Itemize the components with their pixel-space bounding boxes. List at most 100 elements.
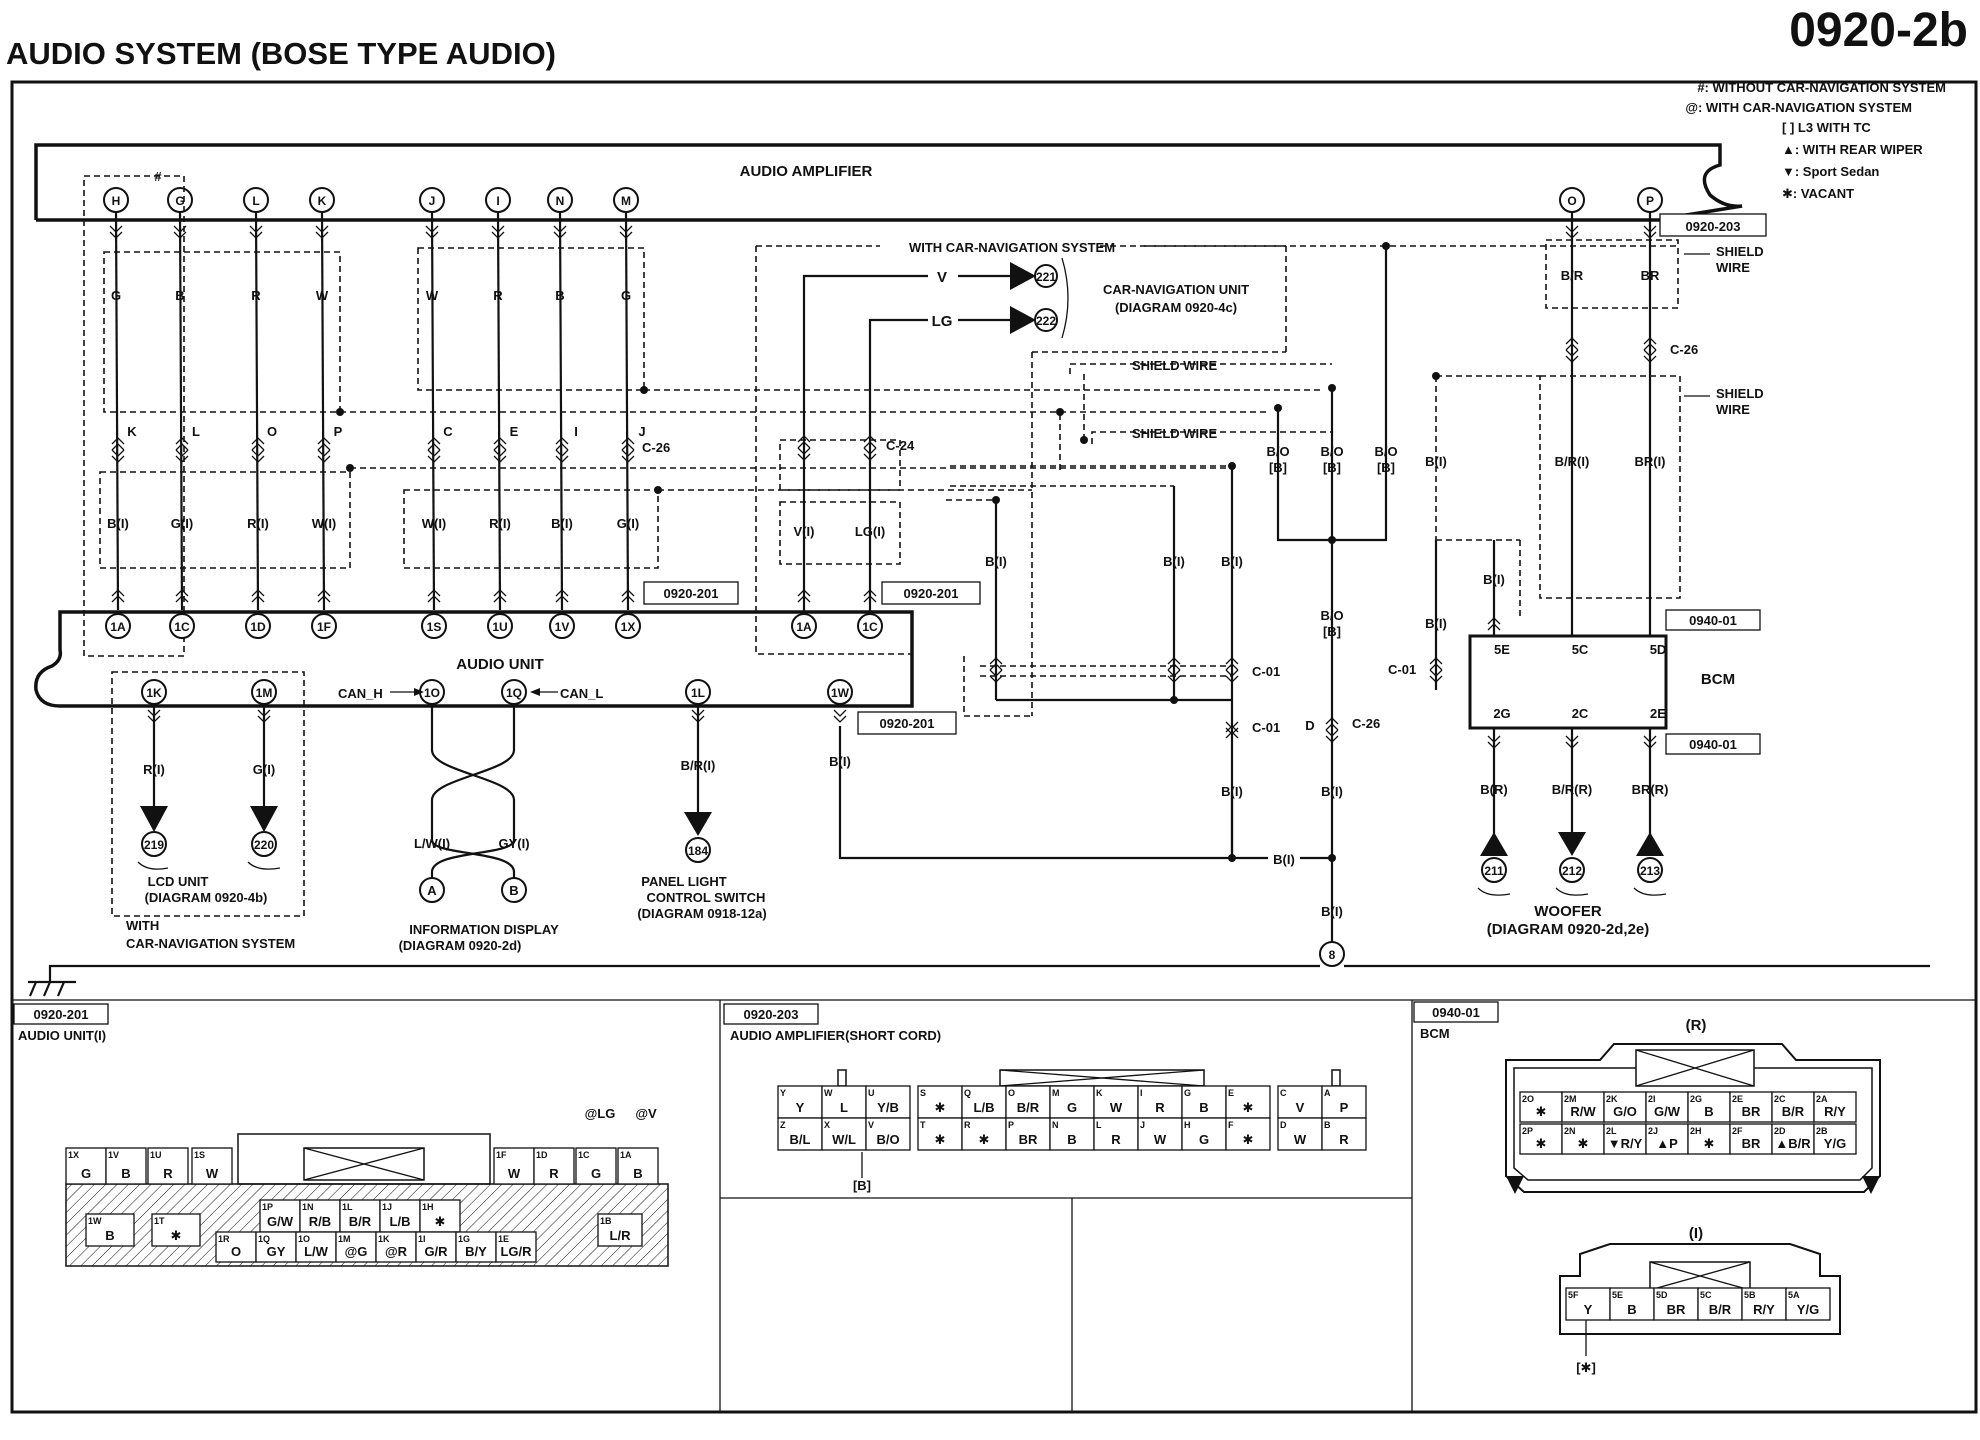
view1-code: 0920-201 — [34, 1007, 89, 1022]
pin-label: L — [252, 194, 259, 208]
cell-value: ✱ — [935, 1100, 946, 1115]
car-navigation-section: WITH CAR-NAVIGATION SYSTEM V LG 221 222 … — [755, 240, 1287, 717]
cell-pin: 2I — [1648, 1094, 1656, 1104]
wire-bo-4-bracket: [B] — [1323, 624, 1341, 639]
nav-wire-lg: LG — [932, 313, 953, 330]
cell-value: V — [1296, 1100, 1305, 1115]
view1-nav-v: @V — [635, 1106, 657, 1121]
bcm-wire-color: B(R) — [1480, 782, 1507, 797]
pin-label: 1V — [555, 620, 570, 634]
cell-pin: 1C — [578, 1150, 590, 1160]
cell-pin: 5A — [1788, 1290, 1800, 1300]
cell-value: B — [633, 1166, 642, 1181]
cell-pin: 1L — [342, 1202, 353, 1212]
unit-wire-color: W(I) — [422, 516, 447, 531]
pin-label: 213 — [1640, 864, 1660, 878]
legend-item: ▲: WITH REAR WIPER — [1782, 142, 1923, 157]
connector-cell — [1049, 1117, 1095, 1151]
cell-value: Y — [1584, 1302, 1593, 1317]
cell-pin: 1O — [298, 1234, 310, 1244]
connector-cell — [1049, 1085, 1095, 1119]
connector-cell — [1093, 1117, 1139, 1151]
info-display-label: INFORMATION DISPLAY — [409, 922, 559, 937]
wire-bi-3: B(I) — [1221, 554, 1243, 569]
view3-r-label: (R) — [1686, 1017, 1707, 1034]
connector-cell — [533, 1147, 575, 1185]
cell-pin: 1P — [262, 1202, 273, 1212]
cell-pin: 1B — [600, 1216, 612, 1226]
cell-value: G — [591, 1166, 601, 1181]
cell-value: B/O — [876, 1132, 899, 1147]
cell-pin: 1U — [150, 1150, 162, 1160]
cell-value: BR — [1742, 1136, 1761, 1151]
connector-cell — [85, 1213, 135, 1247]
c26-label-right: C-26 — [1670, 342, 1698, 357]
connector-cell — [1005, 1085, 1051, 1119]
c26-label-mid: C-26 — [1352, 716, 1380, 731]
wire-bi-ground: B(I) — [1321, 904, 1343, 919]
unit-connector-code-nav: 0920-201 — [904, 586, 959, 601]
ground-symbol — [28, 980, 76, 997]
connector-chevron — [989, 657, 1003, 671]
connector-cell — [1321, 1085, 1367, 1119]
cell-value: R — [1155, 1100, 1165, 1115]
nav-pin-222: 222 — [1036, 314, 1056, 328]
amp-wire-color: W — [426, 288, 439, 303]
bcm-connector-top: 0940-01 — [1689, 613, 1737, 628]
connector-cell — [575, 1147, 617, 1185]
view1-nav-lg: @LG — [585, 1106, 616, 1121]
cell-pin: 1N — [302, 1202, 314, 1212]
pin-b: B — [509, 883, 518, 898]
amp-wire-color: BR — [1641, 268, 1660, 283]
cell-value: R — [1339, 1132, 1349, 1147]
audio-unit: AUDIO UNIT 0920-201 0920-201 0920-201 — [34, 581, 981, 735]
connector-cell — [1519, 1123, 1563, 1155]
cell-pin: 2M — [1564, 1094, 1577, 1104]
connector-cell — [375, 1231, 417, 1263]
amp-wire — [558, 211, 564, 611]
cell-pin: 1R — [218, 1234, 230, 1244]
amp-wire-color: R — [251, 288, 261, 303]
cell-value: R/Y — [1824, 1104, 1846, 1119]
cell-pin: 2F — [1732, 1126, 1743, 1136]
cell-value: Y — [796, 1100, 805, 1115]
connector-cell — [105, 1147, 147, 1185]
cell-pin: 5E — [1612, 1290, 1623, 1300]
connector-chevron — [1643, 337, 1657, 351]
connector-chevron — [989, 669, 1003, 683]
nav-unit-label: CAR-NAVIGATION UNIT — [1103, 282, 1249, 297]
connector-cell — [1603, 1123, 1647, 1155]
wire-bo-1-bracket: [B] — [1269, 460, 1287, 475]
cell-pin: F — [1228, 1120, 1234, 1130]
cell-value: B — [121, 1166, 130, 1181]
woofer-diagram: (DIAGRAM 0920-2d,2e) — [1487, 921, 1650, 938]
connector-chevron — [1643, 735, 1657, 749]
wire-bo-1: B/O — [1266, 444, 1289, 459]
pin-circle — [615, 613, 641, 639]
cell-value: ✱ — [1536, 1104, 1547, 1119]
amp-wire-color: B — [555, 288, 564, 303]
connector-chevron — [1643, 225, 1657, 239]
cell-pin: Z — [780, 1120, 786, 1130]
pin-label: 212 — [1562, 864, 1582, 878]
c26-pin-letter: E — [510, 424, 519, 439]
pin-circle — [501, 679, 527, 705]
cell-value: L/W — [304, 1244, 329, 1259]
pin-circle — [105, 613, 131, 639]
junction-dot — [640, 386, 648, 394]
c26-pin-letter: C — [443, 424, 453, 439]
cell-value: ✱ — [171, 1228, 182, 1243]
cell-pin: 1G — [458, 1234, 470, 1244]
connector-chevron — [1565, 735, 1579, 749]
cell-pin: R — [964, 1120, 971, 1130]
legend-item: [ ] L3 WITH TC — [1782, 120, 1871, 135]
connector-chevron — [427, 589, 441, 603]
cell-value: ▲P — [1656, 1136, 1678, 1151]
pin-label: 1Q — [506, 686, 522, 700]
connector-chevron — [1225, 669, 1239, 683]
woofer-ground-mark — [1477, 887, 1511, 896]
pin-circle — [311, 613, 337, 639]
cell-pin: K — [1096, 1088, 1103, 1098]
bcm-wire-bi-3: B(I) — [1425, 616, 1447, 631]
pin-label: 1W — [831, 686, 850, 700]
